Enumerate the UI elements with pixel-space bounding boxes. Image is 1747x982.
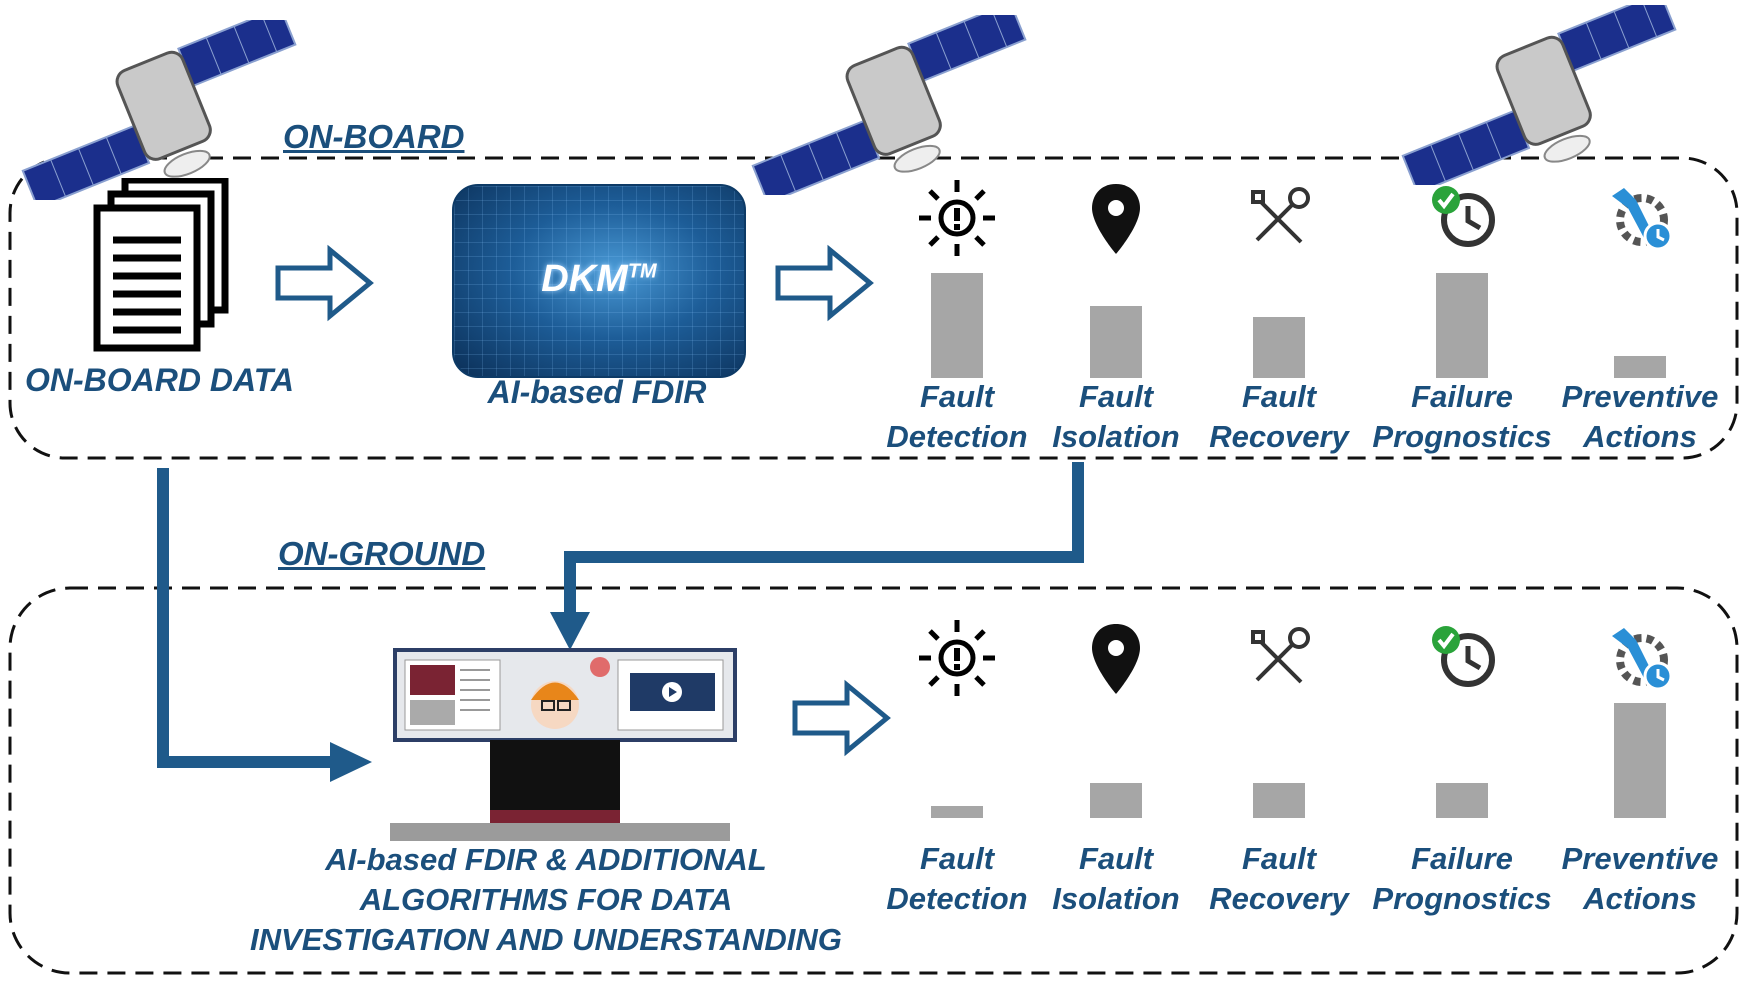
gear-wrench-icon [1612, 628, 1673, 691]
documents-icon [93, 178, 229, 352]
clock-check-icon [1432, 626, 1495, 687]
isolation-downlink-connector [564, 462, 1084, 612]
category-label-line2: Actions [1583, 419, 1697, 454]
onground-ai-label-line: ALGORITHMS FOR DATA [359, 882, 733, 917]
dkm-ai-image: DKMTM [452, 184, 746, 378]
level-bar [931, 273, 983, 378]
level-bar [1253, 317, 1305, 378]
map-pin-icon [1092, 184, 1140, 254]
flow-arrow-data-to-ai [275, 244, 374, 322]
flow-arrow-ground-to-results [792, 679, 891, 757]
level-bar [1614, 356, 1666, 378]
category-label-line1: Fault [1078, 841, 1154, 876]
category-label-line1: Fault [1241, 841, 1317, 876]
level-bar [1436, 273, 1488, 378]
data-downlink-arrowhead [330, 742, 372, 782]
category-label-line2: Actions [1583, 881, 1697, 916]
tools-icon [1251, 187, 1310, 244]
isolation-downlink-arrowhead [550, 612, 590, 650]
category-label-line2: Recovery [1209, 419, 1349, 454]
category-label-line2: Isolation [1052, 419, 1180, 454]
category-label-line2: Recovery [1209, 881, 1349, 916]
onground-panel [8, 586, 1739, 975]
category-label-line1: Fault [1241, 379, 1317, 414]
category-label-line1: Preventive [1561, 379, 1719, 414]
category-label-line1: Failure [1411, 379, 1513, 414]
level-bar [931, 806, 983, 818]
onground-ai-label: AI-based FDIR & ADDITIONAL ALGORITHMS FO… [236, 840, 856, 960]
level-bar [1253, 783, 1305, 818]
category-label-line1: Fault [1078, 379, 1154, 414]
category-label-line1: Fault [919, 841, 995, 876]
category-label-line1: Fault [919, 379, 995, 414]
gear-wrench-icon [1612, 188, 1673, 251]
level-bar [1090, 306, 1142, 378]
satellite-icon [21, 20, 297, 200]
level-bar [1614, 703, 1666, 818]
category-label-line2: Prognostics [1372, 419, 1552, 454]
warning-light-icon [919, 180, 995, 256]
flow-arrow-ai-to-results [775, 244, 874, 322]
onboard-panel [8, 156, 1739, 460]
clock-check-icon [1432, 186, 1495, 247]
map-pin-icon [1092, 624, 1140, 694]
onboard-ai-label: AI-based FDIR [487, 374, 707, 410]
onboard-data-label: ON-BOARD DATA [25, 362, 294, 398]
dkm-circuit-pattern [454, 186, 744, 376]
onboard-section-title: ON-BOARD [283, 118, 465, 155]
onground-ai-label-line: AI-based FDIR & ADDITIONAL [325, 842, 767, 877]
level-bar [1436, 783, 1488, 818]
category-label-line2: Prognostics [1372, 881, 1552, 916]
category-label-line2: Detection [886, 881, 1028, 916]
data-downlink-connector [157, 468, 330, 768]
category-label-line2: Detection [886, 419, 1028, 454]
onground-ai-label-line: INVESTIGATION AND UNDERSTANDING [250, 922, 842, 957]
operator-workstation-icon [390, 648, 737, 841]
category-label-line1: Failure [1411, 841, 1513, 876]
satellite-icon [1401, 5, 1677, 185]
dkm-logo-text: DKMTM [541, 258, 657, 300]
warning-light-icon [919, 620, 995, 696]
onground-section-title: ON-GROUND [278, 535, 486, 572]
tools-icon [1251, 627, 1310, 684]
category-label-line2: Isolation [1052, 881, 1180, 916]
satellite-icon [751, 15, 1027, 195]
category-label-line1: Preventive [1561, 841, 1719, 876]
level-bar [1090, 783, 1142, 818]
